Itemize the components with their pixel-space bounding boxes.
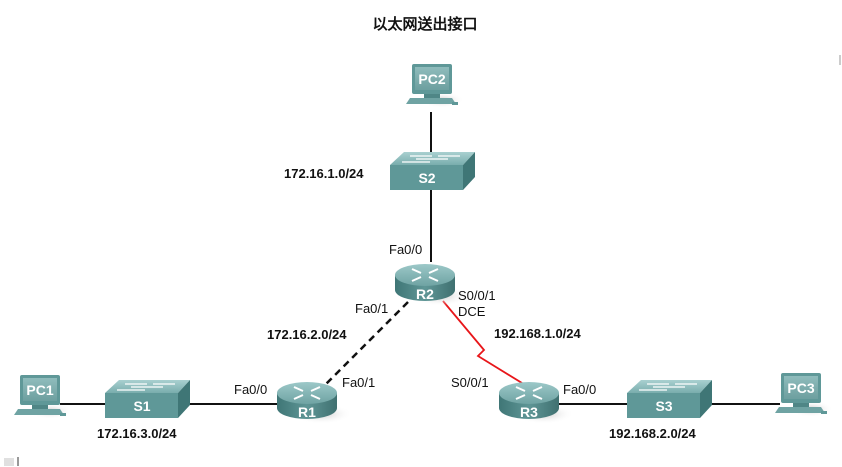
- link-r2-r3-serial: [442, 300, 523, 384]
- r1-label: R1: [298, 404, 316, 420]
- r1-device[interactable]: R1: [277, 382, 352, 424]
- r3-fa0-0-label: Fa0/0: [563, 382, 596, 397]
- s3-device[interactable]: S3: [627, 380, 712, 418]
- r2-dce-label: DCE: [458, 304, 486, 319]
- r2-s0-0-1-label: S0/0/1: [458, 288, 496, 303]
- pc3-device[interactable]: PC3: [775, 373, 833, 417]
- s3-label: S3: [655, 398, 672, 414]
- s2-device[interactable]: S2: [390, 152, 475, 190]
- pc1-label: PC1: [26, 382, 53, 398]
- network-label-172-16-1: 172.16.1.0/24: [284, 166, 364, 181]
- network-label-172-16-3: 172.16.3.0/24: [97, 426, 177, 441]
- pc2-device[interactable]: PC2: [406, 64, 464, 108]
- corner-artifact: [4, 458, 14, 466]
- network-label-172-16-2: 172.16.2.0/24: [267, 327, 347, 342]
- r3-label: R3: [520, 404, 538, 420]
- pc1-device[interactable]: PC1: [14, 375, 72, 419]
- r1-fa0-1-label: Fa0/1: [342, 375, 375, 390]
- pc2-label: PC2: [418, 71, 445, 87]
- s1-label: S1: [133, 398, 150, 414]
- r2-fa0-0-label: Fa0/0: [389, 242, 422, 257]
- network-label-192-168-1: 192.168.1.0/24: [494, 326, 582, 341]
- link-r2-r1: [324, 301, 409, 386]
- r3-s0-0-1-label: S0/0/1: [451, 375, 489, 390]
- pc3-label: PC3: [787, 380, 814, 396]
- network-label-192-168-2: 192.168.2.0/24: [609, 426, 697, 441]
- s1-device[interactable]: S1: [105, 380, 190, 418]
- r3-device[interactable]: R3: [499, 382, 574, 424]
- r2-label: R2: [416, 286, 434, 302]
- r2-device[interactable]: R2: [395, 264, 470, 306]
- s2-label: S2: [418, 170, 435, 186]
- diagram-title: 以太网送出接口: [372, 15, 477, 33]
- r2-fa0-1-label: Fa0/1: [355, 301, 388, 316]
- r1-fa0-0-label: Fa0/0: [234, 382, 267, 397]
